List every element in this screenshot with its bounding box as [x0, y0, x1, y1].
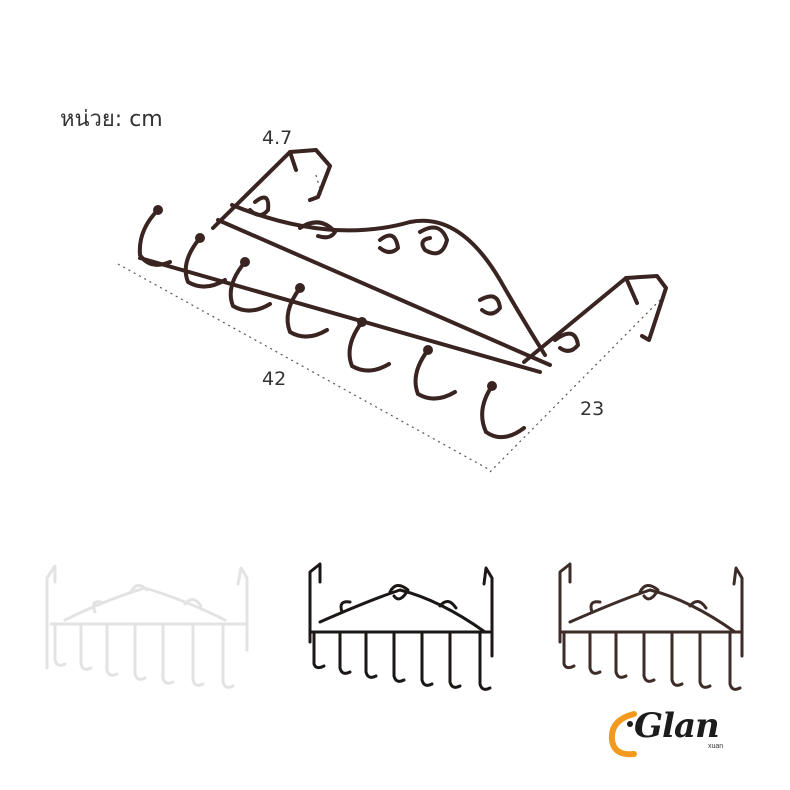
depth-guide — [315, 174, 323, 197]
height-guide — [489, 299, 661, 473]
top-rail — [216, 218, 552, 367]
white-variant-rack — [45, 564, 249, 689]
right-door-clip — [522, 274, 668, 364]
brown-variant-rack — [558, 562, 744, 691]
length-guide — [117, 263, 491, 471]
black-variant-rack — [308, 562, 494, 691]
logo-swoosh-icon — [608, 711, 637, 758]
bottom-rail — [138, 256, 542, 374]
unit-label: หน่วย: cm — [60, 107, 163, 132]
decorative-arch — [230, 203, 547, 357]
logo-text: Glan — [634, 706, 720, 746]
glan-logo: Glan xuan — [604, 704, 764, 764]
depth-dimension-label: 4.7 — [262, 127, 293, 149]
length-dimension-label: 42 — [262, 368, 287, 390]
logo-subtext: xuan — [708, 743, 724, 750]
height-dimension-label: 23 — [580, 398, 605, 420]
left-door-clip — [211, 148, 332, 230]
